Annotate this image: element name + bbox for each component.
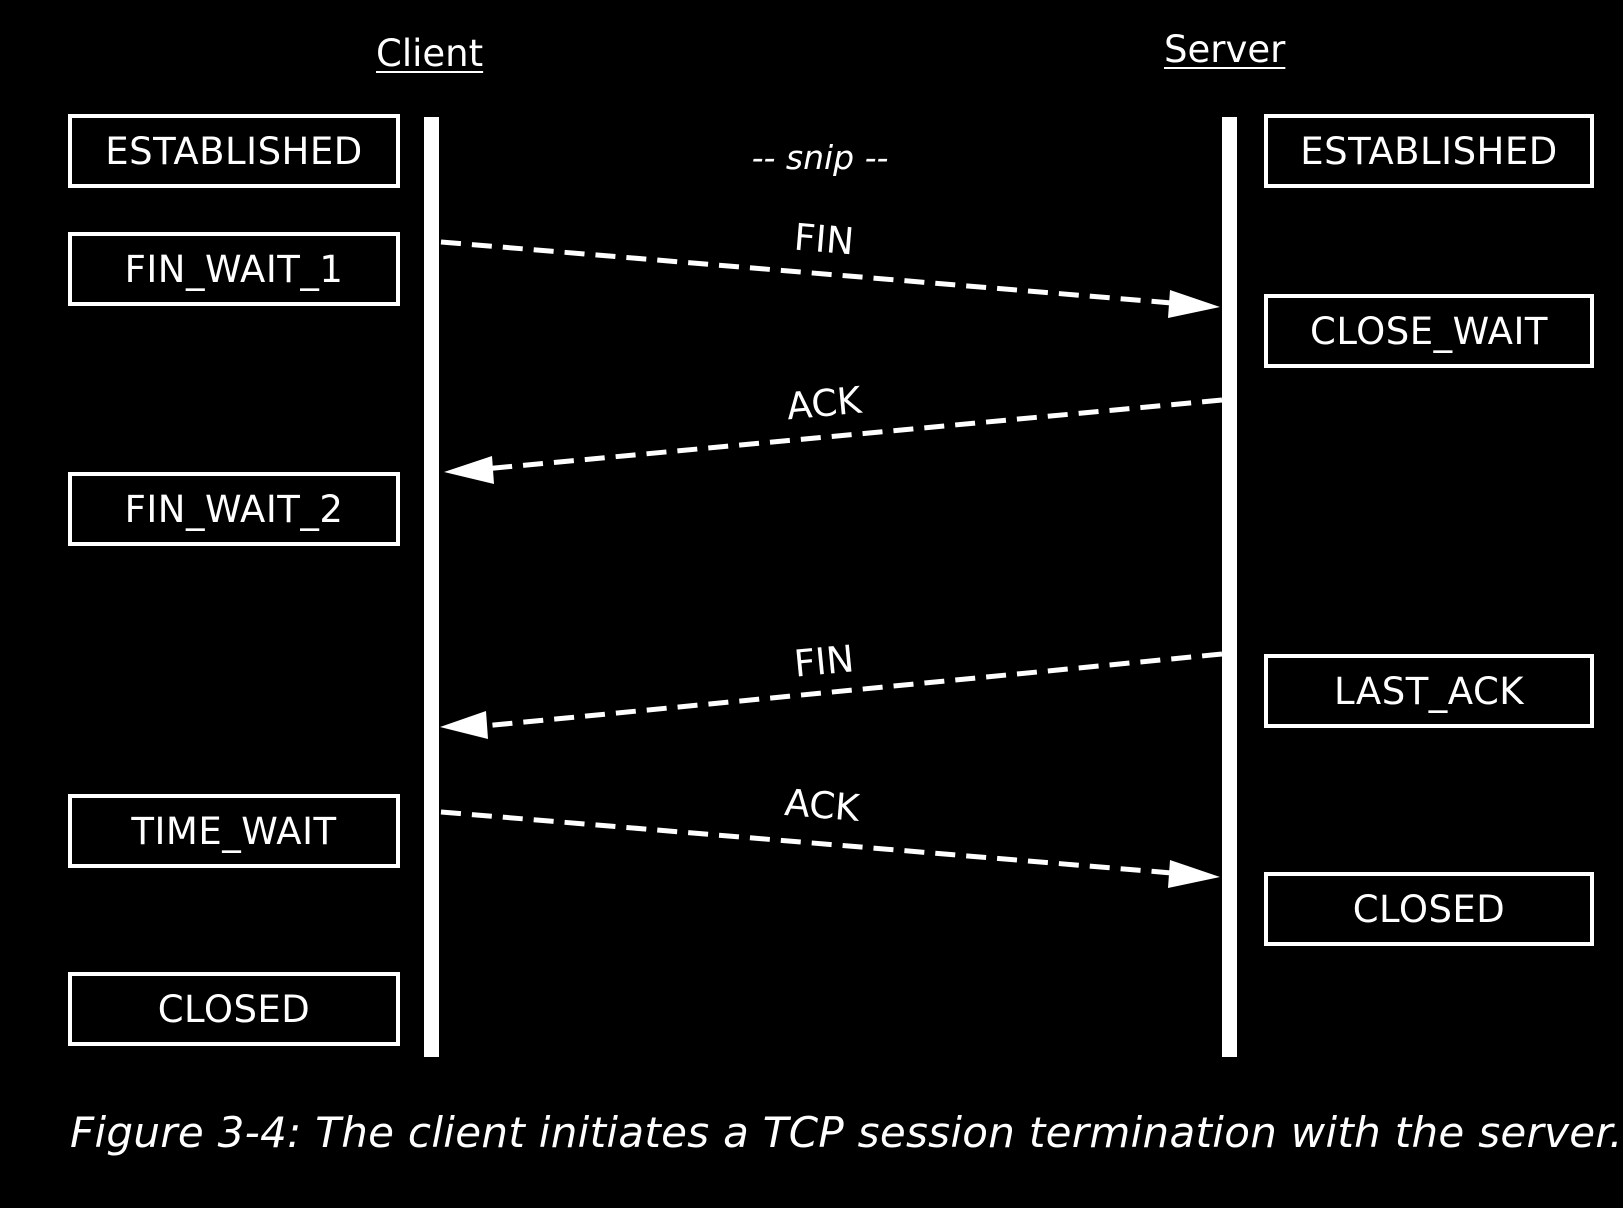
client-state-established: ESTABLISHED	[68, 114, 400, 188]
arrowhead-2	[444, 456, 494, 484]
client-lifeline	[424, 117, 439, 1057]
server-state-close-wait: CLOSE_WAIT	[1264, 294, 1594, 368]
figure-caption: Figure 3-4: The client initiates a TCP s…	[70, 1108, 1623, 1157]
client-state-fin-wait-1: FIN_WAIT_1	[68, 232, 400, 306]
arrowhead-4	[1168, 860, 1220, 888]
server-state-last-ack: LAST_ACK	[1264, 654, 1594, 728]
server-header: Server	[1164, 28, 1286, 71]
server-state-closed: CLOSED	[1264, 872, 1594, 946]
client-state-closed: CLOSED	[68, 972, 400, 1046]
server-lifeline	[1222, 117, 1237, 1057]
server-state-established: ESTABLISHED	[1264, 114, 1594, 188]
client-state-time-wait: TIME_WAIT	[68, 794, 400, 868]
arrowhead-3	[440, 711, 488, 739]
client-header: Client	[376, 32, 484, 75]
arrowhead-1	[1168, 290, 1220, 318]
client-state-fin-wait-2: FIN_WAIT_2	[68, 472, 400, 546]
snip-note: -- snip --	[751, 138, 889, 177]
